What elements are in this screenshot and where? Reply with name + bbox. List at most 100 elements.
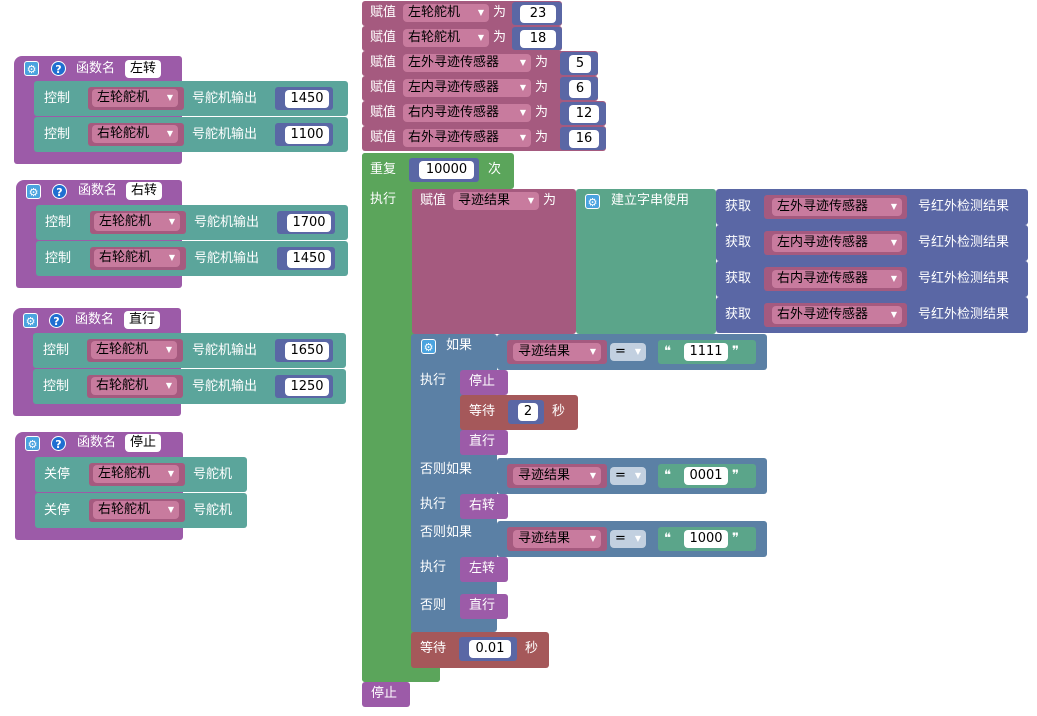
variable-dropdown[interactable]: 右轮舵机▼ [403,29,489,47]
sensor-dropdown[interactable]: 右内寻迹传感器▼ [772,270,902,288]
number-reporter[interactable]: 10000 [409,158,479,182]
assign-result-block[interactable]: 赋值 寻迹结果▼ 为 [412,189,576,334]
operator-dropdown[interactable]: =▼ [610,343,646,361]
ir-read-block[interactable]: 获取 左内寻迹传感器▼ 号红外检测结果 [716,225,1028,261]
variable-dropdown[interactable]: 左内寻迹传感器▼ [403,79,531,97]
help-icon[interactable]: ? [52,184,67,199]
servo-control-block[interactable]: 控制 左轮舵机▼ 号舵机输出 1650 [33,333,346,368]
number-reporter[interactable]: 1450 [277,247,335,270]
assign-block[interactable]: 赋值 左轮舵机▼ 为 23 [362,1,562,26]
gear-icon[interactable]: ⚙ [585,194,600,209]
variable-reporter[interactable]: 右轮舵机▼ [89,499,185,522]
servo-control-block[interactable]: 控制 左轮舵机▼ 号舵机输出 1700 [36,205,348,240]
wait-block[interactable]: 等待 0.01 秒 [411,632,549,668]
number-reporter[interactable]: 16 [560,127,606,150]
assign-block[interactable]: 赋值 右轮舵机▼ 为 18 [362,26,562,51]
operator-dropdown[interactable]: =▼ [610,530,646,548]
number-field[interactable]: 16 [569,130,599,148]
call-left-turn-block[interactable]: 左转 [460,557,508,582]
call-straight-block[interactable]: 直行 [460,594,508,619]
ir-read-block[interactable]: 获取 右内寻迹传感器▼ 号红外检测结果 [716,261,1028,297]
variable-dropdown[interactable]: 左轮舵机▼ [403,4,489,22]
servo-dropdown[interactable]: 左轮舵机▼ [91,341,177,359]
compare-block[interactable]: 寻迹结果▼ =▼ ❝ 1000 ❞ [497,521,767,557]
call-stop-block[interactable]: 停止 [460,370,508,395]
number-reporter[interactable]: 1250 [275,375,333,398]
number-reporter[interactable]: 0.01 [459,637,517,661]
call-stop-block[interactable]: 停止 [362,682,410,707]
servo-dropdown[interactable]: 右轮舵机▼ [93,501,179,519]
sensor-dropdown[interactable]: 左外寻迹传感器▼ [772,198,902,216]
servo-dropdown[interactable]: 右轮舵机▼ [91,377,177,395]
variable-reporter[interactable]: 左内寻迹传感器▼ [764,231,907,255]
text-field[interactable]: 1111 [684,343,728,361]
number-reporter[interactable]: 1450 [275,87,333,110]
procedure-name-field[interactable]: 停止 [125,434,161,452]
servo-stop-block[interactable]: 关停 右轮舵机▼ 号舵机 [35,493,247,528]
procedure-name-field[interactable]: 右转 [126,182,162,200]
call-right-turn-block[interactable]: 右转 [460,494,508,519]
servo-dropdown[interactable]: 右轮舵机▼ [94,249,180,267]
result-variable-dropdown[interactable]: 寻迹结果▼ [513,467,601,485]
compare-block[interactable]: 寻迹结果▼ =▼ ❝ 0001 ❞ [497,458,767,494]
number-field[interactable]: 18 [520,30,556,48]
number-field[interactable]: 2 [518,403,538,421]
procedure-name-field[interactable]: 左转 [125,60,161,78]
variable-reporter[interactable]: 寻迹结果▼ [507,464,607,488]
number-reporter[interactable]: 23 [512,2,562,25]
sensor-dropdown[interactable]: 左内寻迹传感器▼ [772,234,902,252]
servo-control-block[interactable]: 控制 左轮舵机▼ 号舵机输出 1450 [34,81,348,116]
number-field[interactable]: 1650 [285,342,329,360]
number-field[interactable]: 5 [569,55,591,73]
gear-icon[interactable]: ⚙ [24,61,39,76]
result-variable-dropdown[interactable]: 寻迹结果▼ [453,192,539,210]
gear-icon[interactable]: ⚙ [23,313,38,328]
sensor-dropdown[interactable]: 右外寻迹传感器▼ [772,306,902,324]
help-icon[interactable]: ? [51,436,66,451]
variable-dropdown[interactable]: 右内寻迹传感器▼ [403,104,531,122]
assign-block[interactable]: 赋值 左内寻迹传感器▼ 为 6 [362,76,598,101]
servo-dropdown[interactable]: 左轮舵机▼ [94,213,180,231]
help-icon[interactable]: ? [49,313,64,328]
ir-read-block[interactable]: 获取 左外寻迹传感器▼ 号红外检测结果 [716,189,1028,225]
number-field[interactable]: 1250 [285,378,329,396]
variable-reporter[interactable]: 左轮舵机▼ [88,87,184,110]
compare-block[interactable]: 寻迹结果▼ =▼ ❝ 1111 ❞ [497,334,767,370]
variable-reporter[interactable]: 右轮舵机▼ [90,247,186,270]
number-reporter[interactable]: 6 [560,77,598,100]
variable-reporter[interactable]: 寻迹结果▼ [507,527,607,551]
number-reporter[interactable]: 5 [560,52,598,75]
number-reporter[interactable]: 1650 [275,339,333,362]
number-field[interactable]: 1450 [285,90,329,108]
variable-reporter[interactable]: 左轮舵机▼ [87,339,183,362]
create-string-block[interactable]: ⚙ 建立字串使用 [576,189,716,334]
assign-block[interactable]: 赋值 右外寻迹传感器▼ 为 16 [362,126,606,151]
servo-stop-block[interactable]: 关停 左轮舵机▼ 号舵机 [35,457,247,492]
number-field[interactable]: 1450 [287,250,331,268]
number-reporter[interactable]: 1700 [277,211,335,234]
text-literal[interactable]: ❝ 1000 ❞ [658,527,756,551]
variable-dropdown[interactable]: 右外寻迹传感器▼ [403,129,531,147]
ir-read-block[interactable]: 获取 右外寻迹传感器▼ 号红外检测结果 [716,297,1028,333]
number-reporter[interactable]: 2 [508,400,544,424]
servo-control-block[interactable]: 控制 右轮舵机▼ 号舵机输出 1450 [36,241,348,276]
number-reporter[interactable]: 1100 [275,123,333,146]
number-reporter[interactable]: 18 [512,27,562,50]
gear-icon[interactable]: ⚙ [421,339,436,354]
operator-dropdown[interactable]: =▼ [610,467,646,485]
gear-icon[interactable]: ⚙ [25,436,40,451]
variable-dropdown[interactable]: 左外寻迹传感器▼ [403,54,531,72]
number-field[interactable]: 1100 [285,126,329,144]
assign-block[interactable]: 赋值 右内寻迹传感器▼ 为 12 [362,101,606,126]
call-straight-block[interactable]: 直行 [460,430,508,455]
procedure-name-field[interactable]: 直行 [124,311,160,329]
wait-block[interactable]: 等待 2 秒 [460,395,578,430]
repeat-header[interactable]: 重复 10000 次 [362,153,514,189]
assign-block[interactable]: 赋值 左外寻迹传感器▼ 为 5 [362,51,598,76]
text-literal[interactable]: ❝ 1111 ❞ [658,340,756,364]
variable-reporter[interactable]: 左轮舵机▼ [90,211,186,234]
variable-reporter[interactable]: 右内寻迹传感器▼ [764,267,907,291]
number-field[interactable]: 12 [569,105,599,123]
servo-dropdown[interactable]: 左轮舵机▼ [92,89,178,107]
